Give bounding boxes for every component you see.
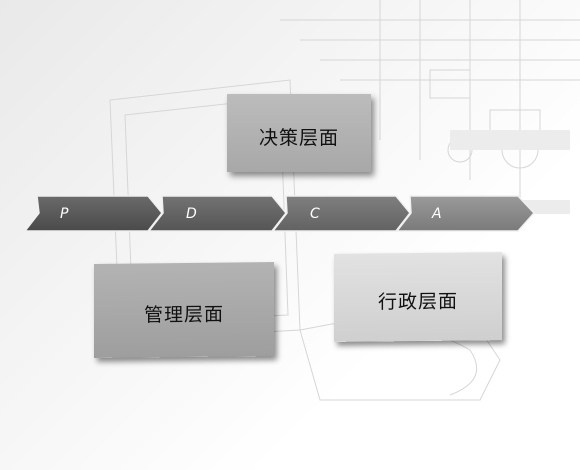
step-d-label: D xyxy=(186,206,197,222)
decision-level-label: 决策层面 xyxy=(258,126,339,149)
step-c-chevron xyxy=(271,195,411,232)
management-level-box: 管理层面 xyxy=(94,262,274,358)
step-p-label: P xyxy=(60,206,69,222)
step-c-label: C xyxy=(310,206,320,222)
administration-level-label: 行政层面 xyxy=(377,290,458,313)
step-d-chevron xyxy=(147,195,287,232)
step-p-chevron xyxy=(23,195,163,232)
management-level-label: 管理层面 xyxy=(143,303,224,326)
step-a-chevron xyxy=(395,195,536,232)
administration-level-box: 行政层面 xyxy=(334,252,502,342)
decision-level-box: 决策层面 xyxy=(227,94,371,172)
step-a-label: A xyxy=(431,206,442,222)
